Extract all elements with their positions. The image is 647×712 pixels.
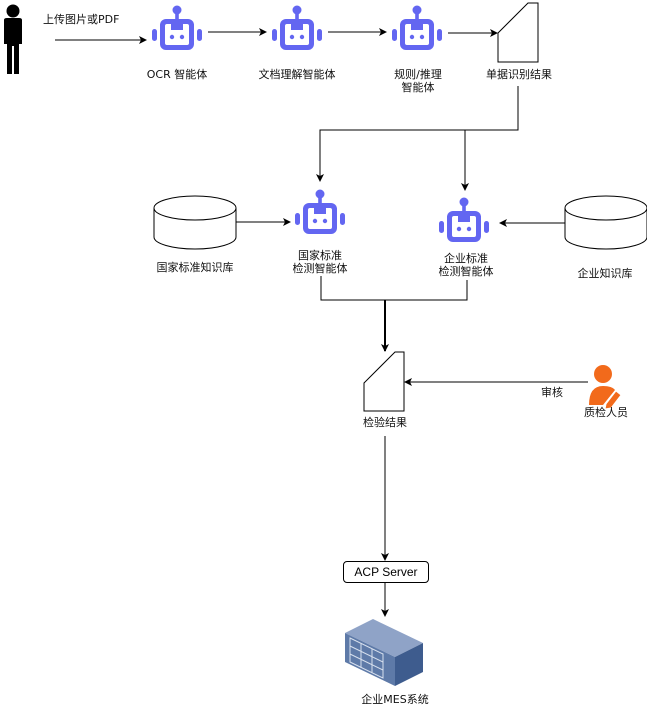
national-kb-database-icon[interactable] bbox=[153, 195, 237, 250]
mes-server-icon bbox=[345, 619, 423, 686]
acp-server-node[interactable]: ACP Server bbox=[343, 561, 429, 583]
edge-agents-merge bbox=[320, 276, 468, 301]
enterprise-agent-robot-icon bbox=[439, 197, 489, 242]
rule-agent-label-line1: 规则/推理 bbox=[394, 68, 442, 81]
ocr-agent-label: OCR 智能体 bbox=[146, 68, 208, 81]
inspector-label: 质检人员 bbox=[584, 406, 628, 419]
review-label: 审核 bbox=[541, 386, 563, 399]
ocr-agent-robot-icon bbox=[152, 5, 202, 50]
inspection-result-label: 检验结果 bbox=[363, 416, 407, 429]
enterprise-agent-label-line2: 检测智能体 bbox=[438, 265, 494, 278]
doc-result-label: 单据识别结果 bbox=[486, 68, 552, 81]
person-icon bbox=[4, 4, 22, 74]
rule-agent-robot-icon bbox=[392, 5, 442, 50]
rule-agent-label-line2: 智能体 bbox=[401, 81, 435, 94]
doc-agent-robot-icon bbox=[272, 5, 322, 50]
inspector-user-edit-icon bbox=[589, 365, 622, 410]
enterprise-kb-database-icon[interactable] bbox=[564, 195, 647, 250]
enterprise-kb-label: 企业知识库 bbox=[577, 267, 633, 280]
inspection-result-shape[interactable] bbox=[363, 351, 405, 412]
national-agent-label-line1: 国家标准 bbox=[298, 249, 342, 262]
edges bbox=[55, 28, 588, 617]
national-agent-robot-icon bbox=[295, 189, 345, 234]
edge-result-to-national bbox=[316, 86, 519, 182]
enterprise-agent-label-line1: 企业标准 bbox=[444, 252, 488, 265]
upload-label: 上传图片或PDF bbox=[43, 13, 120, 26]
doc-result-shape[interactable] bbox=[497, 2, 539, 63]
doc-agent-label: 文档理解智能体 bbox=[258, 68, 336, 81]
national-kb-label: 国家标准知识库 bbox=[156, 261, 234, 274]
national-agent-label-line2: 检测智能体 bbox=[292, 262, 348, 275]
mes-system-label: 企业MES系统 bbox=[361, 693, 429, 706]
